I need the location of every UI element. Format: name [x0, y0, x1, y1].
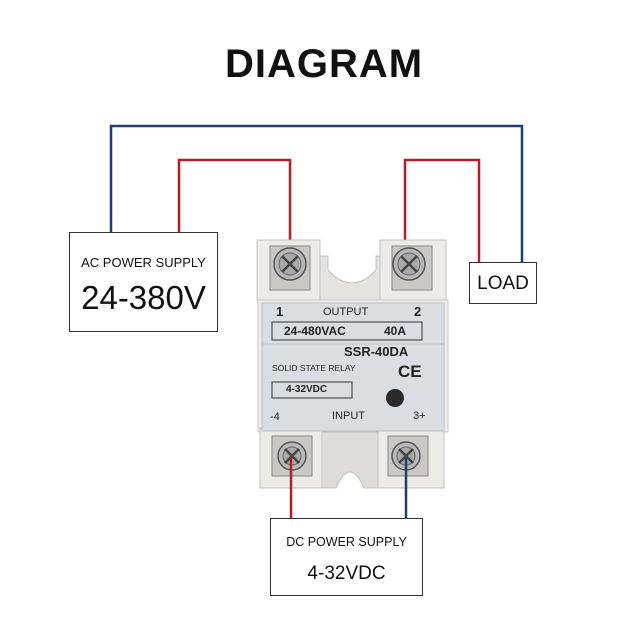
ac-power-supply-box: AC POWER SUPPLY 24-380V — [69, 232, 218, 332]
relay-input-label: INPUT — [332, 410, 365, 422]
dc-power-supply-label: DC POWER SUPPLY — [286, 535, 407, 549]
diagram-title: DIAGRAM — [224, 42, 424, 86]
ac-power-supply-voltage: 24-380V — [81, 279, 206, 316]
status-led — [386, 389, 404, 407]
screw-terminal-1 — [269, 245, 311, 291]
red-wire-terminal-2-to-load — [403, 158, 481, 262]
relay-terminal-3-label: 3+ — [413, 410, 426, 422]
relay-terminal-4-label: -4 — [270, 411, 280, 423]
relay-rating: 24-480VAC — [284, 324, 346, 338]
ac-power-supply-label: AC POWER SUPPLY — [81, 255, 206, 270]
load-label: LOAD — [477, 273, 529, 294]
relay-terminal-2-label: 2 — [414, 304, 422, 319]
dc-power-supply-voltage: 4-32VDC — [307, 563, 386, 584]
relay-output-label: OUTPUT — [323, 306, 369, 318]
relay-input-range: 4-32VDC — [286, 384, 328, 395]
screw-terminal-3 — [387, 435, 429, 477]
relay-ce-mark: CE — [398, 362, 422, 381]
relay-description: SOLID STATE RELAY — [272, 363, 356, 373]
screw-terminal-4 — [271, 435, 313, 477]
blue-wire-ac-to-load — [109, 124, 524, 262]
relay-current: 40A — [384, 324, 407, 338]
relay-model: SSR-40DA — [344, 344, 409, 359]
relay-terminal-1-label: 1 — [276, 304, 284, 319]
red-wire-ac-to-terminal-1 — [177, 158, 292, 260]
screw-terminal-2 — [391, 245, 433, 291]
load-box: LOAD — [469, 262, 537, 304]
dc-power-supply-box: DC POWER SUPPLY 4-32VDC — [270, 518, 423, 596]
